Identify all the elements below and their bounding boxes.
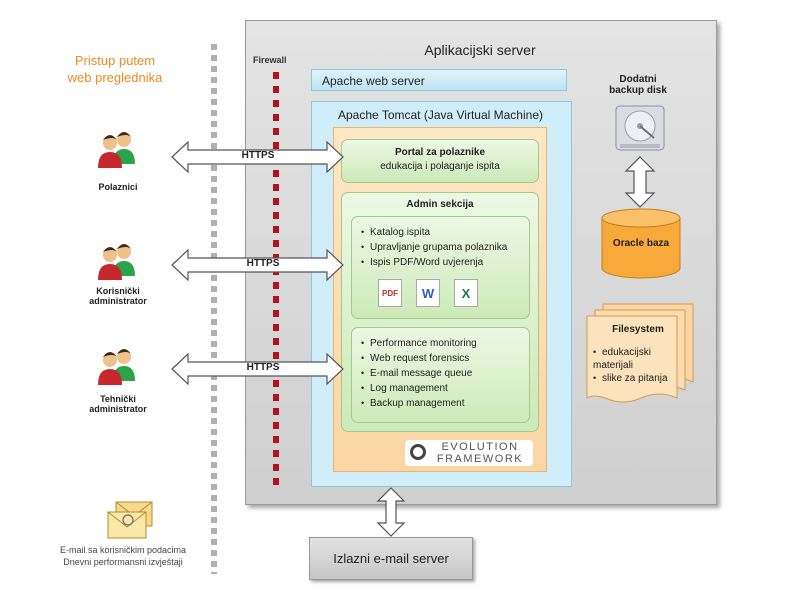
list-item: Upravljanje grupama polaznika bbox=[361, 240, 507, 255]
user-label-students-line1: Polaznici bbox=[98, 182, 138, 192]
monitoring-list: Performance monitoring Web request foren… bbox=[361, 336, 477, 411]
https-arrow-tech-admin bbox=[171, 352, 344, 386]
list-item: edukacijski materijali bbox=[593, 346, 673, 372]
oracle-database-label: Oracle baza bbox=[612, 238, 670, 249]
backup-disk-label-line2: backup disk bbox=[609, 85, 667, 96]
portal-title: Portal za polaznike bbox=[394, 147, 486, 158]
list-item: Performance monitoring bbox=[361, 336, 477, 351]
oracle-database-icon bbox=[601, 208, 681, 279]
document-icons: PDF W X bbox=[378, 279, 478, 307]
network-boundary-line bbox=[211, 44, 217, 574]
hard-disk-icon bbox=[615, 105, 665, 151]
list-item: E-mail message queue bbox=[361, 366, 477, 381]
apache-web-server-box: Apache web server bbox=[311, 69, 567, 91]
users-icon-user-admin bbox=[98, 244, 135, 280]
logo-text-line2: FRAMEWORK bbox=[436, 453, 524, 465]
filesystem-list: edukacijski materijali slike za pitanja bbox=[593, 346, 673, 385]
users-icon-tech-admin bbox=[98, 349, 135, 385]
admin-features-box: Katalog ispita Upravljanje grupama polaz… bbox=[351, 216, 530, 319]
access-title: Pristup putem web preglednika bbox=[40, 52, 190, 86]
list-item: Ispis PDF/Word uvjerenja bbox=[361, 255, 507, 270]
application-server-title: Aplikacijski server bbox=[424, 42, 536, 58]
firewall-line bbox=[273, 72, 279, 490]
email-envelopes-icon bbox=[107, 501, 153, 539]
https-arrow-user-admin bbox=[171, 248, 344, 282]
email-note: E-mail sa korisničkim podacima Dnevni pe… bbox=[44, 544, 202, 568]
outgoing-mail-server-box: Izlazni e-mail server bbox=[309, 537, 473, 580]
word-icon: W bbox=[416, 279, 440, 307]
user-label-students: Polaznici bbox=[70, 182, 166, 192]
apache-web-server-label: Apache web server bbox=[322, 74, 425, 88]
https-label-user-admin: HTTPS bbox=[246, 258, 280, 269]
logo-text-line1: EVOLUTION bbox=[441, 441, 519, 453]
outgoing-mail-server-label: Izlazni e-mail server bbox=[333, 551, 449, 566]
list-item: Log management bbox=[361, 381, 477, 396]
users-icon-students bbox=[98, 132, 135, 168]
access-title-line1: Pristup putem bbox=[74, 53, 156, 68]
user-label-tech-admin-line2: administrator bbox=[89, 404, 147, 414]
list-item: Web request forensics bbox=[361, 351, 477, 366]
evolution-framework-logo bbox=[405, 440, 533, 466]
email-note-line1: E-mail sa korisničkim podacima bbox=[59, 545, 187, 555]
portal-box: Portal za polaznike edukacija i polaganj… bbox=[341, 139, 539, 183]
admin-features-list: Katalog ispita Upravljanje grupama polaz… bbox=[361, 225, 507, 270]
firewall-label: Firewall bbox=[253, 55, 287, 65]
backup-disk-label: Dodatni backup disk bbox=[598, 74, 678, 96]
list-item: Backup management bbox=[361, 396, 477, 411]
https-label-students: HTTPS bbox=[241, 150, 275, 161]
email-note-line2: Dnevni performansni izvještaji bbox=[63, 557, 183, 567]
user-label-user-admin-line1: Korisnički bbox=[96, 286, 140, 296]
backup-db-arrow bbox=[624, 156, 656, 208]
evolution-logo-icon bbox=[410, 444, 426, 460]
access-title-line2: web preglednika bbox=[67, 70, 163, 85]
monitoring-box: Performance monitoring Web request foren… bbox=[351, 327, 530, 423]
backup-disk-label-line1: Dodatni bbox=[619, 74, 657, 85]
user-label-tech-admin: Tehnički administrator bbox=[70, 394, 166, 414]
user-label-tech-admin-line1: Tehnički bbox=[100, 394, 136, 404]
excel-icon: X bbox=[454, 279, 478, 307]
filesystem-title: Filesystem bbox=[612, 324, 664, 335]
list-item: Katalog ispita bbox=[361, 225, 507, 240]
admin-section-title: Admin sekcija bbox=[406, 199, 474, 210]
portal-subtitle: edukacija i polaganje ispita bbox=[380, 161, 500, 172]
https-label-tech-admin: HTTPS bbox=[246, 362, 280, 373]
tomcat-title: Apache Tomcat (Java Virtual Machine) bbox=[338, 108, 543, 122]
user-label-user-admin: Korisnički administrator bbox=[70, 286, 166, 306]
list-item: slike za pitanja bbox=[593, 372, 673, 385]
server-mail-arrow bbox=[376, 487, 406, 537]
user-label-user-admin-line2: administrator bbox=[89, 296, 147, 306]
pdf-icon: PDF bbox=[378, 279, 402, 307]
https-arrow-students bbox=[171, 140, 344, 174]
